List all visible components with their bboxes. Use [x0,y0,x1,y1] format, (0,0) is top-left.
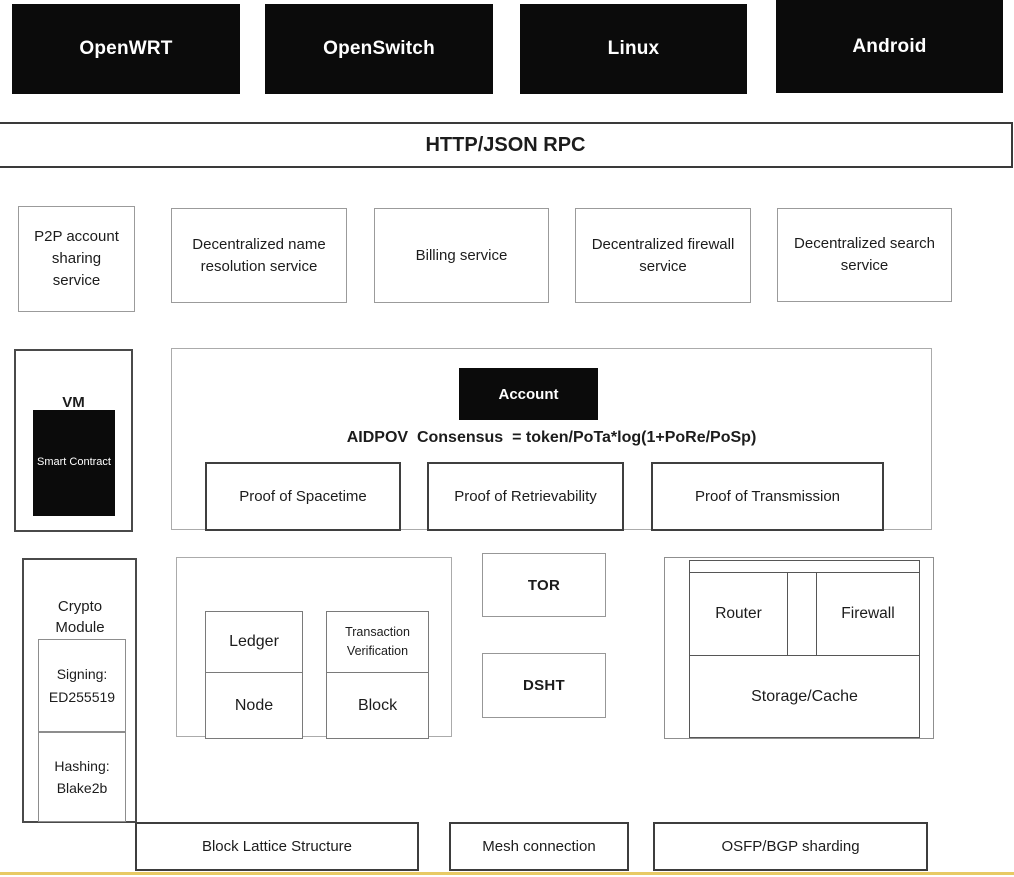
block-box: Block [326,672,429,739]
tor-box: TOR [482,553,606,617]
service-box-p2p-account-sharing: P2P account sharing service [18,206,135,312]
consensus-formula: AIDPOV Consensus = token/PoTa*log(1+PoRe… [346,429,757,446]
crypto-module-label: Crypto Module [55,598,105,636]
proof-of-transmission-box: Proof of Transmission [651,462,884,531]
block-lattice-structure-box: Block Lattice Structure [135,822,419,871]
vm-container: VM Smart Contract [14,349,133,532]
hashing-value: Blake2b [56,780,108,796]
platform-box-linux: Linux [520,4,747,94]
storage-cache-box: Storage/Cache [689,655,920,738]
osfp-bgp-sharding-box: OSFP/BGP sharding [653,822,928,871]
transaction-verification-box: Transaction Verification [326,611,429,673]
dsht-box: DSHT [482,653,606,718]
node-box: Node [205,672,303,739]
account-box: Account [459,368,598,420]
platform-box-openswitch: OpenSwitch [265,4,493,94]
vm-label: VM [62,394,85,411]
rpc-layer-bar: HTTP/JSON RPC [0,122,1013,168]
service-box-search: Decentralized search service [777,208,952,302]
ledger-box: Ledger [205,611,303,673]
crypto-module-container: Crypto Module Signing: ED255519 Hashing:… [22,558,137,823]
service-box-firewall: Decentralized firewall service [575,208,751,303]
signing-box: Signing: ED255519 [38,639,126,732]
network-group-container: Router Firewall Storage/Cache [664,557,934,739]
signing-value: ED255519 [48,688,116,705]
service-box-name-resolution: Decentralized name resolution service [171,208,347,303]
consensus-container: Account AIDPOV Consensus = token/PoTa*lo… [171,348,932,531]
service-box-billing: Billing service [374,208,549,303]
firewall-box: Firewall [816,572,920,656]
bottom-accent-line [0,872,1014,875]
proof-of-retrievability-box: Proof of Retrievability [427,462,624,531]
hashing-label: Hashing: [54,757,110,774]
signing-label: Signing: [56,666,108,683]
network-spacer-cell [787,572,817,656]
router-box: Router [689,572,788,656]
ledger-group-container: Ledger Transaction Verification Node Blo… [176,557,452,739]
platform-box-openwrt: OpenWRT [12,4,240,94]
smart-contract-box: Smart Contract [33,410,115,516]
hashing-box: Hashing: Blake2b [38,732,126,822]
mesh-connection-box: Mesh connection [449,822,629,871]
platform-box-android: Android [776,0,1003,93]
proof-of-spacetime-box: Proof of Spacetime [205,462,401,531]
